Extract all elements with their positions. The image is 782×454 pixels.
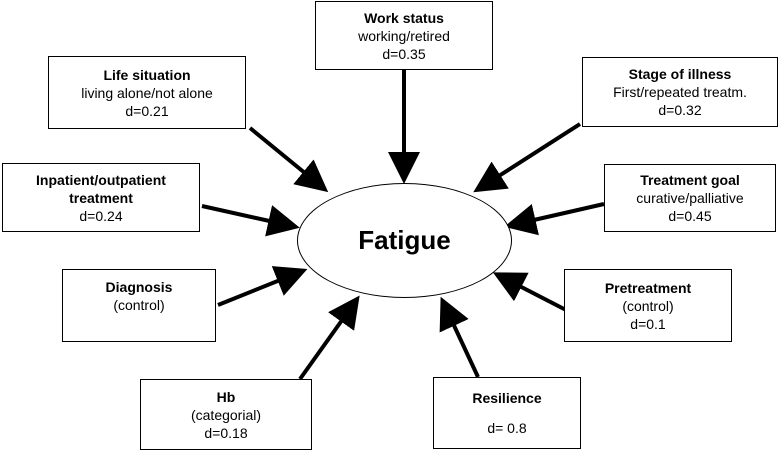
life-situation-categories: living alone/not alone bbox=[81, 84, 213, 101]
arrow-life-situation bbox=[248, 126, 329, 193]
fatigue-label: Fatigue bbox=[358, 225, 451, 255]
treatment-goal-categories: curative/palliative bbox=[636, 190, 744, 206]
work-status-box: Work status working/retired d=0.35 bbox=[315, 1, 493, 70]
resilience-box: Resilience d= 0.8 bbox=[433, 377, 581, 449]
arrow-hb bbox=[298, 295, 360, 381]
work-status-title: Work status bbox=[364, 9, 444, 26]
hb-title: Hb bbox=[216, 388, 236, 405]
stage-of-illness-categories: First/repeated treatm. bbox=[613, 84, 747, 100]
life-situation-effect: d=0.21 bbox=[125, 102, 169, 119]
inpatient-outpatient-box: Inpatient/outpatient treatment d=0.24 bbox=[2, 163, 200, 232]
resilience-effect: d= 0.8 bbox=[487, 420, 527, 436]
inpatient-outpatient-effect: d=0.24 bbox=[79, 207, 123, 224]
pretreatment-box: Pretreatment (control) d=0.1 bbox=[564, 269, 732, 342]
work-status-categories: working/retired bbox=[358, 27, 450, 44]
hb-effect: d=0.18 bbox=[204, 424, 248, 441]
pretreatment-effect: d=0.1 bbox=[630, 315, 666, 332]
arrow-stage-of-illness bbox=[473, 122, 582, 193]
life-situation-box: Life situation living alone/not alone d=… bbox=[48, 56, 246, 129]
hb-box: Hb (categorial) d=0.18 bbox=[140, 379, 312, 450]
treatment-goal-effect: d=0.45 bbox=[668, 208, 712, 224]
pretreatment-categories: (control) bbox=[622, 297, 674, 314]
diagnosis-box: Diagnosis (control) bbox=[62, 269, 216, 342]
inpatient-outpatient-subtitle: treatment bbox=[69, 189, 133, 206]
resilience-categories bbox=[434, 407, 580, 419]
arrow-resilience bbox=[439, 296, 480, 378]
stage-of-illness-box: Stage of illness First/repeated treatm. … bbox=[582, 57, 778, 127]
life-situation-title: Life situation bbox=[103, 66, 191, 83]
stage-of-illness-title: Stage of illness bbox=[628, 66, 732, 82]
stage-of-illness-effect: d=0.32 bbox=[658, 102, 702, 118]
arrow-diagnosis bbox=[217, 266, 308, 307]
pretreatment-title: Pretreatment bbox=[604, 279, 692, 296]
hb-categories: (categorial) bbox=[190, 406, 262, 423]
diagnosis-categories: (control) bbox=[113, 297, 165, 313]
inpatient-outpatient-title: Inpatient/outpatient bbox=[36, 171, 166, 188]
fatigue-node: Fatigue bbox=[297, 183, 512, 298]
arrow-pretreatment bbox=[492, 272, 567, 312]
resilience-title: Resilience bbox=[472, 390, 542, 406]
treatment-goal-box: Treatment goal curative/palliative d=0.4… bbox=[604, 164, 776, 232]
work-status-effect: d=0.35 bbox=[382, 45, 426, 62]
diagnosis-title: Diagnosis bbox=[105, 279, 173, 295]
arrow-treatment-goal bbox=[504, 202, 605, 236]
arrow-inpatient-outpatient bbox=[201, 204, 300, 237]
treatment-goal-title: Treatment goal bbox=[640, 172, 740, 188]
